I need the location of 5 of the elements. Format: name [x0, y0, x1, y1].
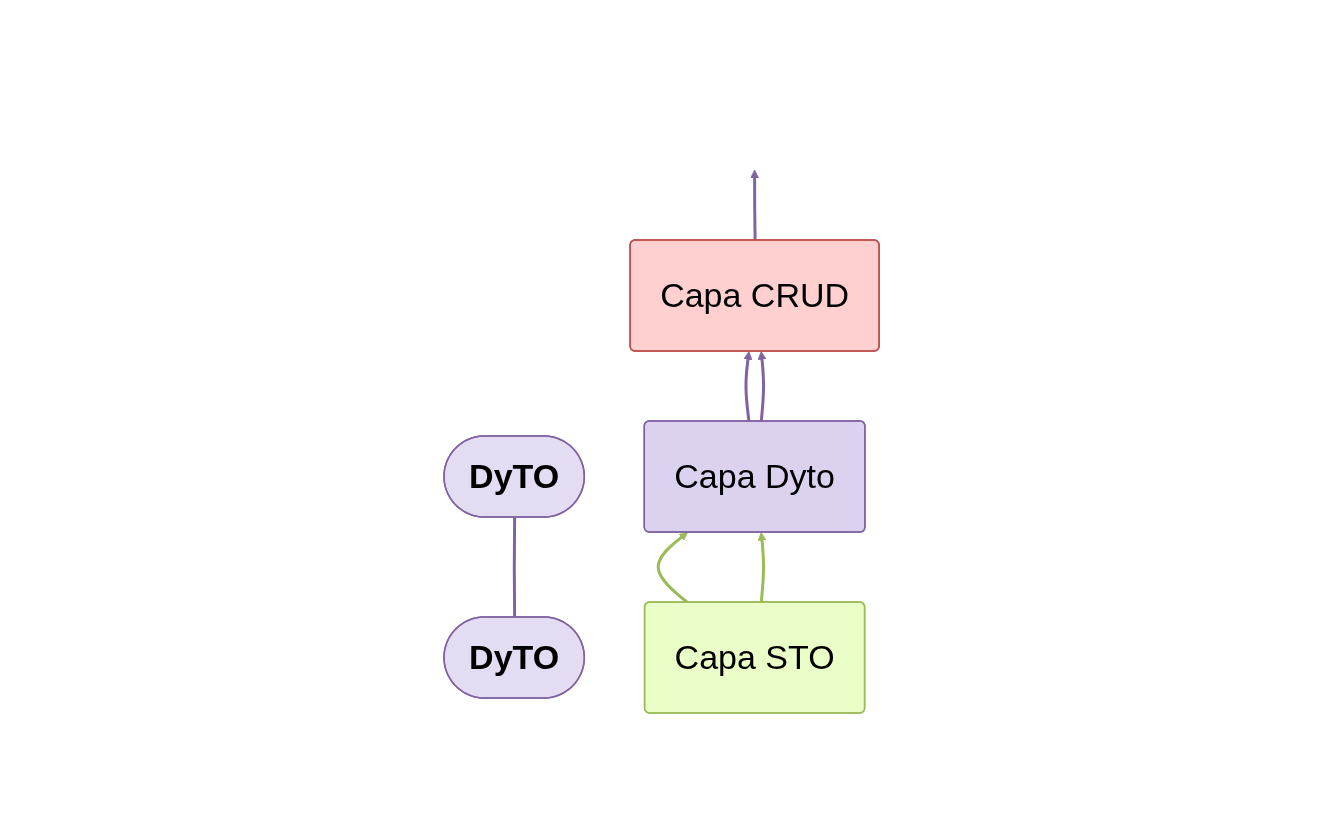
connector	[512, 517, 517, 618]
arrow	[750, 169, 759, 241]
arrow	[743, 351, 753, 422]
arrow	[757, 351, 767, 422]
arrow	[757, 532, 767, 603]
